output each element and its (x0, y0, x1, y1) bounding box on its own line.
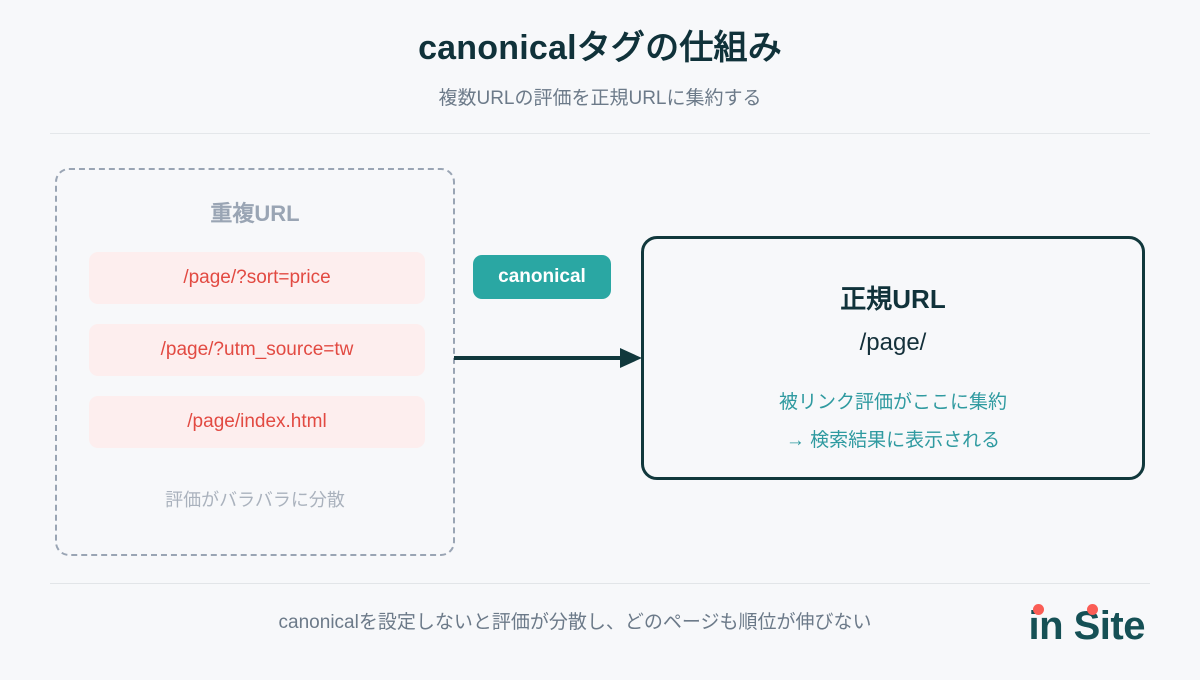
canonical-benefit-line-2: → 検索結果に表示される (785, 430, 1001, 451)
duplicate-url-list: /page/?sort=price /page/?utm_source=tw /… (89, 252, 425, 468)
page-title: canonicalタグの仕組み (418, 29, 782, 67)
canonical-benefit-line-1: 被リンク評価がここに集約 (778, 392, 1007, 413)
header-divider (50, 133, 1150, 134)
list-item: /page/?sort=price (89, 252, 425, 304)
logo-dot-s-icon (1086, 604, 1098, 615)
canonical-badge: canonical (473, 255, 611, 299)
duplicate-url-box: 重複URL /page/?sort=price /page/?utm_sourc… (55, 168, 455, 556)
brand-logo-text: in Site (1028, 604, 1145, 648)
list-item: /page/?utm_source=tw (89, 324, 425, 376)
canonical-url-heading: 正規URL (840, 284, 946, 314)
list-item: /page/index.html (89, 396, 425, 448)
footer-divider (50, 583, 1150, 584)
brand-logo: in Site (1028, 602, 1145, 650)
flow-arrow-icon (454, 348, 642, 368)
canonical-url-box: 正規URL /page/ 被リンク評価がここに集約 → 検索結果に表示される (641, 236, 1145, 480)
duplicate-url-heading: 重複URL (210, 201, 300, 226)
footer-note: canonicalを設定しないと評価が分散し、どのページも順位が伸びない (278, 612, 872, 633)
logo-dot-i-icon (1032, 604, 1044, 615)
page-subtitle: 複数URLの評価を正規URLに集約する (438, 88, 762, 109)
canonical-url-value: /page/ (859, 329, 927, 356)
duplicate-url-note: 評価がバラバラに分散 (165, 490, 345, 510)
